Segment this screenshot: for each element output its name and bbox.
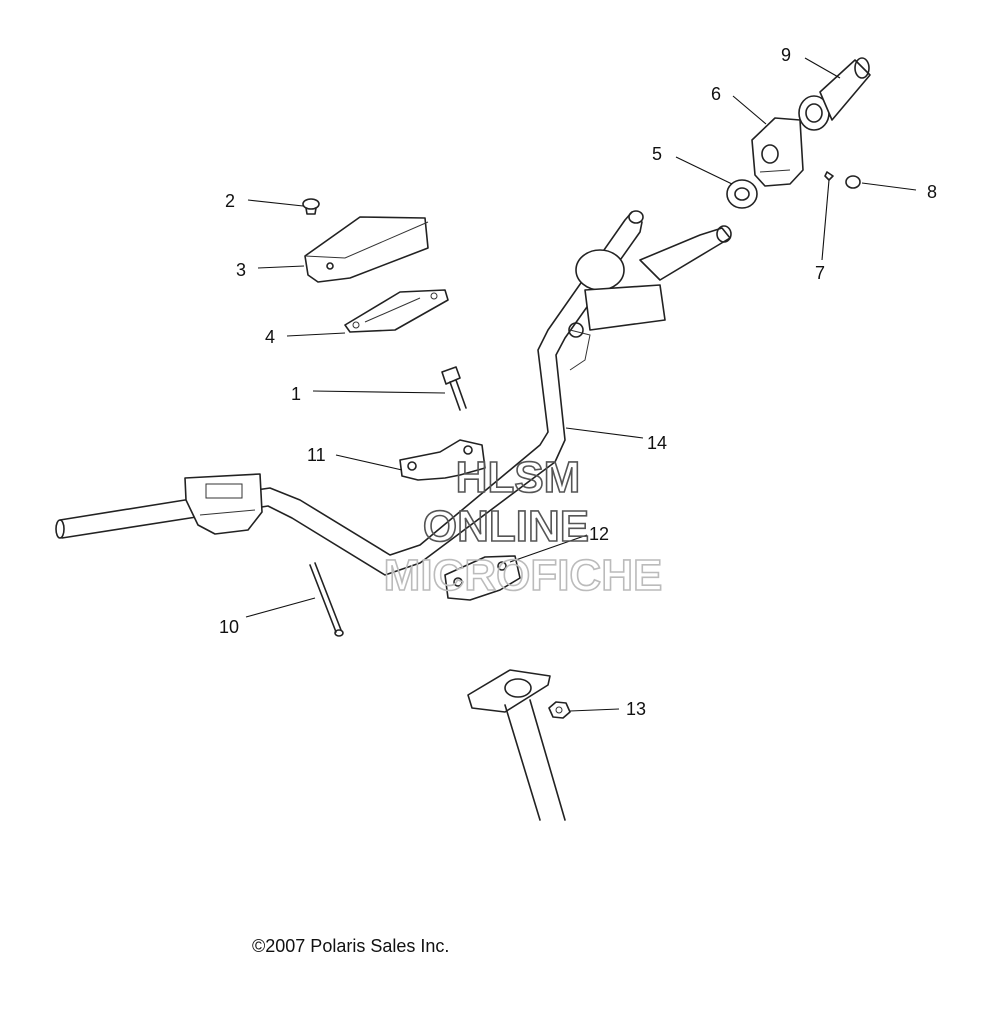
callout-4: 4 xyxy=(265,327,275,347)
callout-1: 1 xyxy=(291,384,301,404)
part-cap xyxy=(845,175,861,189)
part-bolt xyxy=(441,366,467,411)
callout-5: 5 xyxy=(652,144,662,164)
part-steering-post xyxy=(467,669,566,821)
leader-lines xyxy=(245,57,917,712)
callout-7: 7 xyxy=(815,263,825,283)
callout-2: 2 xyxy=(225,191,235,211)
part-plate xyxy=(344,289,449,333)
leader-6 xyxy=(732,95,767,125)
part-grip xyxy=(798,57,871,131)
part-nut xyxy=(548,701,571,719)
callout-12: 12 xyxy=(589,524,609,544)
leader-10 xyxy=(245,597,316,618)
leader-4 xyxy=(286,332,346,337)
part-handlebar xyxy=(55,210,732,576)
callout-10: 10 xyxy=(219,617,239,637)
callout-6: 6 xyxy=(711,84,721,104)
callout-8: 8 xyxy=(927,182,937,202)
callout-numbers: 1 2 3 4 5 6 7 8 9 10 11 12 13 14 xyxy=(219,45,937,719)
part-strap xyxy=(309,562,344,637)
callout-13: 13 xyxy=(626,699,646,719)
part-cover xyxy=(304,216,429,283)
leader-14 xyxy=(565,427,644,439)
leader-1 xyxy=(312,390,446,394)
callout-14: 14 xyxy=(647,433,667,453)
callout-11: 11 xyxy=(307,445,326,465)
watermark-line2: ONLINE xyxy=(423,502,589,551)
part-upper-clamp xyxy=(399,439,486,481)
leader-5 xyxy=(675,156,733,185)
callout-3: 3 xyxy=(236,260,246,280)
leader-9 xyxy=(804,57,841,79)
leader-13 xyxy=(569,708,620,712)
part-screw xyxy=(302,198,320,215)
watermark: HLSM ONLINE MICROFICHE xyxy=(383,452,663,601)
part-lower-clamp xyxy=(444,555,521,601)
leader-3 xyxy=(257,265,305,269)
watermark-line3: MICROFICHE xyxy=(384,551,663,600)
callout-9: 9 xyxy=(781,45,791,65)
part-washer xyxy=(726,179,758,209)
leader-7 xyxy=(821,179,830,261)
leader-2 xyxy=(247,199,304,207)
part-pin xyxy=(824,171,834,181)
part-switch-housing xyxy=(751,117,804,187)
leader-11 xyxy=(335,454,403,471)
watermark-line1: HLSM xyxy=(456,453,581,502)
leader-12 xyxy=(509,534,588,563)
copyright-notice: ©2007 Polaris Sales Inc. xyxy=(252,936,450,956)
leader-8 xyxy=(861,182,917,191)
